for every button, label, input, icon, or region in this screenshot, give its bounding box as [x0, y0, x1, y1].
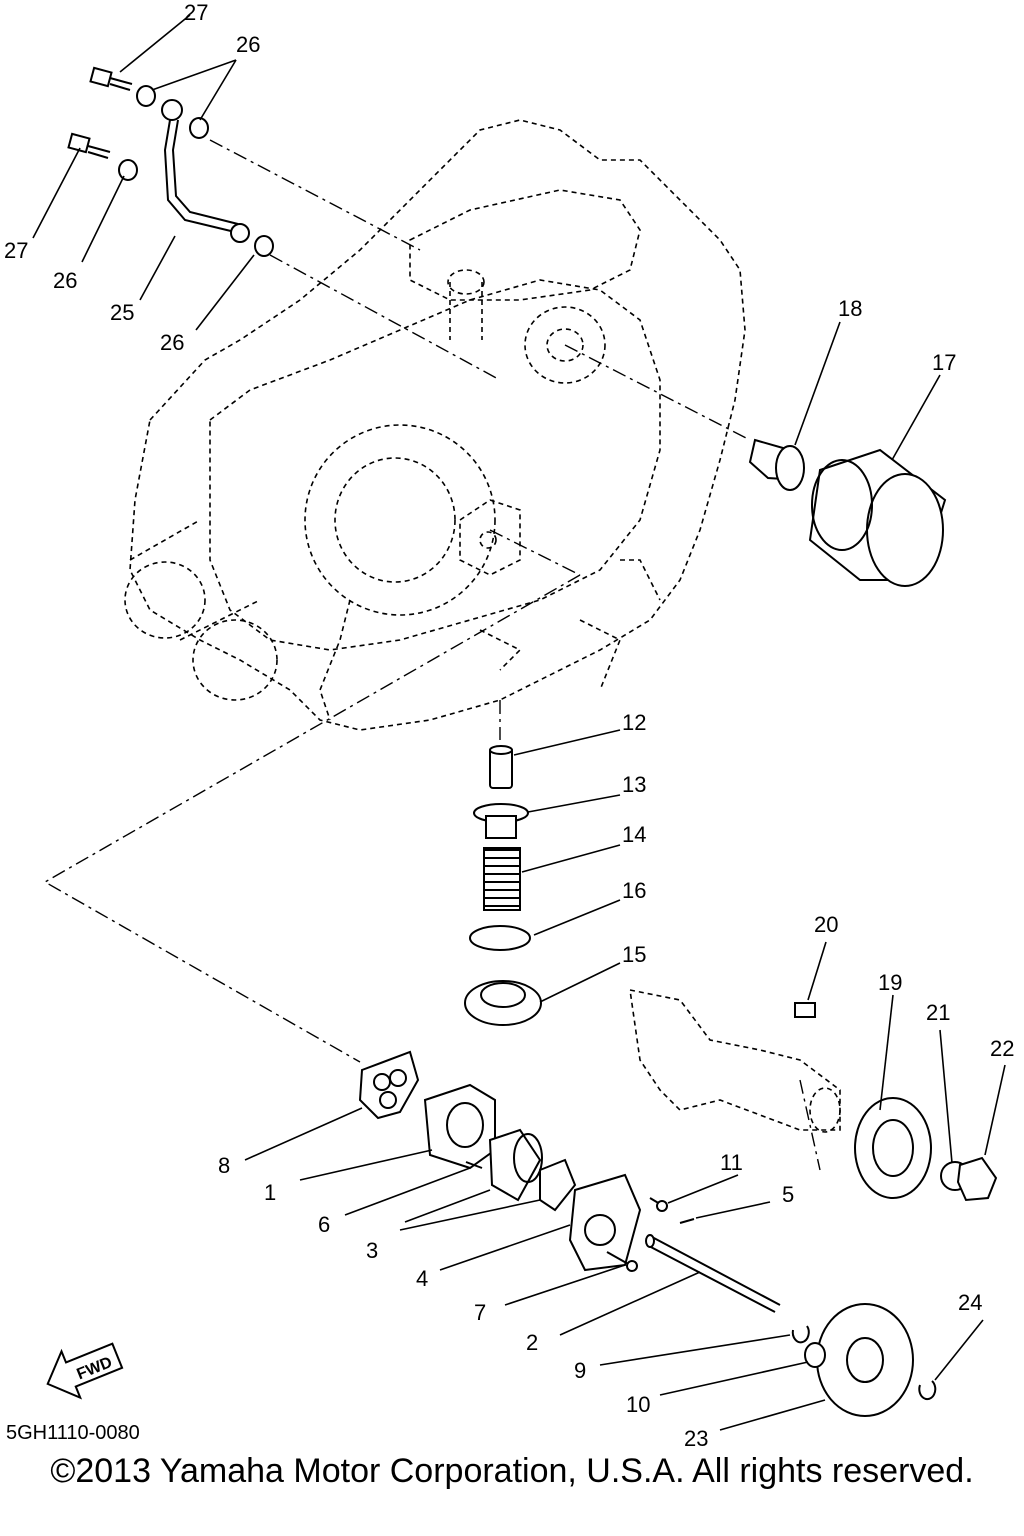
part-label-11: 11: [720, 1150, 743, 1175]
part-label-22: 22: [990, 1036, 1014, 1061]
part-label-8: 8: [218, 1153, 230, 1178]
part-label-14: 14: [622, 822, 646, 847]
oil-delivery-pipe-assembly: [67, 66, 274, 257]
part-label-27b: 27: [4, 238, 28, 263]
part-label-27a: 27: [184, 0, 208, 25]
part-label-18: 18: [838, 296, 862, 321]
part-label-7: 7: [474, 1300, 486, 1325]
fwd-arrow-icon: FWD: [46, 1342, 124, 1400]
copyright-notice: ©2013 Yamaha Motor Corporation, U.S.A. A…: [50, 1452, 974, 1490]
part-label-12: 12: [622, 710, 646, 735]
part-label-21: 21: [926, 1000, 950, 1025]
part-label-23: 23: [684, 1426, 708, 1451]
part-label-3: 3: [366, 1238, 378, 1263]
part-label-26c: 26: [160, 330, 184, 355]
oil-pump-components: [358, 1050, 781, 1313]
part-label-4: 4: [416, 1266, 428, 1291]
part-label-24: 24: [958, 1290, 982, 1315]
part-label-19: 19: [878, 970, 902, 995]
part-number-labels: 27 26 27 26 25 26 18 17 12 13 14 16 15 2…: [4, 0, 1014, 1451]
part-label-9: 9: [574, 1358, 586, 1383]
part-label-26a: 26: [236, 32, 260, 57]
oil-filter-assembly: [748, 438, 947, 587]
part-label-6: 6: [318, 1212, 330, 1237]
alignment-lines: [43, 139, 821, 1171]
relief-valve-stack: [464, 745, 542, 1026]
leader-lines: [32, 14, 1006, 1431]
part-label-2: 2: [526, 1330, 538, 1355]
part-label-16: 16: [622, 878, 646, 903]
part-label-1: 1: [264, 1180, 276, 1205]
diagram-code: 5GH1110-0080: [6, 1422, 140, 1444]
part-label-13: 13: [622, 772, 646, 797]
crankcase-outline: [124, 119, 746, 731]
part-label-17: 17: [932, 350, 956, 375]
part-label-25: 25: [110, 300, 134, 325]
gear-components: [629, 988, 998, 1417]
part-label-15: 15: [622, 942, 646, 967]
part-label-5: 5: [782, 1182, 794, 1207]
part-label-26b: 26: [53, 268, 77, 293]
part-label-20: 20: [814, 912, 838, 937]
part-label-10: 10: [626, 1392, 650, 1417]
